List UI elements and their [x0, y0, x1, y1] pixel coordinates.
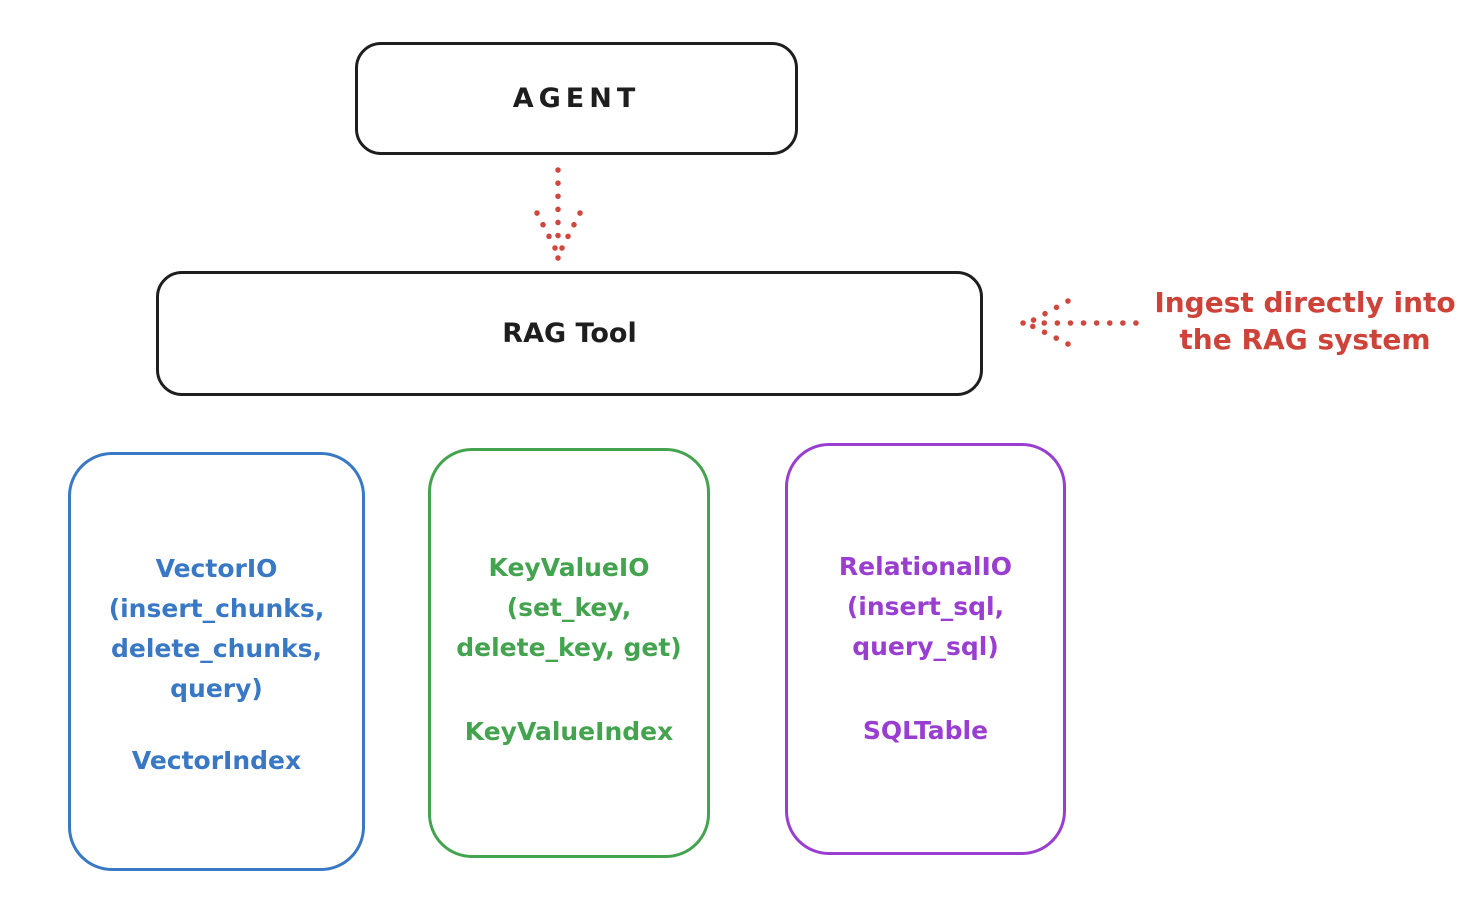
key-value-io-methods-line2: delete_key, get): [456, 633, 682, 662]
agent-node-label: AGENT: [512, 83, 641, 114]
dotted-down-arrow-icon: [534, 167, 583, 261]
key-value-index-label: KeyValueIndex: [464, 717, 674, 746]
vector-io-node: VectorIO (insert_chunks, delete_chunks, …: [68, 452, 365, 871]
ingest-annotation-line1: Ingest directly into: [1154, 286, 1456, 319]
vector-io-methods-line2: delete_chunks,: [111, 634, 322, 663]
ingest-annotation: Ingest directly into the RAG system: [1140, 284, 1470, 358]
vector-io-methods-line1: (insert_chunks,: [108, 594, 325, 623]
key-value-io-node: KeyValueIO (set_key, delete_key, get) Ke…: [428, 448, 710, 858]
key-value-io-title: KeyValueIO: [488, 553, 650, 582]
ingest-annotation-line2: the RAG system: [1179, 323, 1431, 356]
relational-io-node: RelationalIO (insert_sql, query_sql) SQL…: [785, 443, 1066, 855]
vector-index-label: VectorIndex: [131, 746, 302, 775]
sql-table-label: SQLTable: [862, 716, 989, 745]
key-value-io-methods-line1: (set_key,: [506, 593, 632, 622]
relational-io-methods-line2: query_sql): [852, 632, 999, 661]
rag-tool-node: RAG Tool: [156, 271, 983, 396]
vector-io-methods-line3: query): [170, 674, 263, 703]
agent-node: AGENT: [355, 42, 798, 155]
relational-io-methods-line1: (insert_sql,: [846, 592, 1005, 621]
rag-tool-node-label: RAG Tool: [502, 318, 637, 349]
dotted-left-arrow-icon: [1020, 298, 1139, 347]
vector-io-title: VectorIO: [155, 554, 278, 583]
relational-io-title: RelationalIO: [838, 552, 1013, 581]
